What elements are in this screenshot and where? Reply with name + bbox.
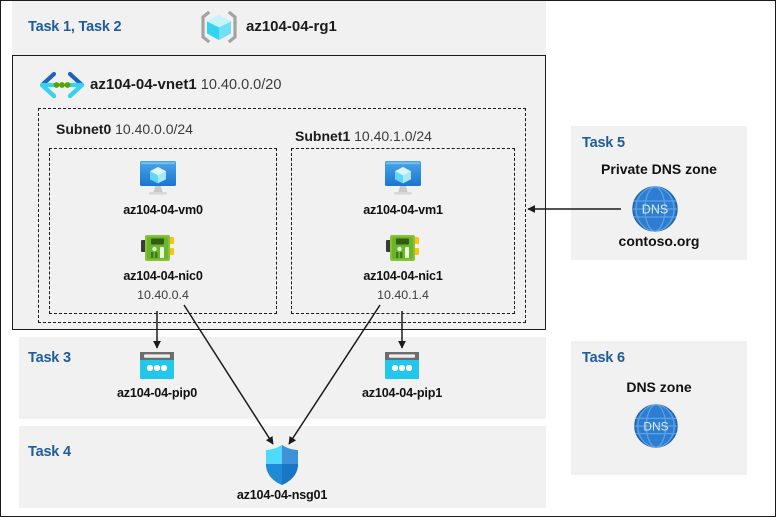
task6-label: Task 6	[582, 350, 625, 366]
svg-text:DNS: DNS	[642, 203, 668, 217]
subnet0-inner-boundary	[49, 148, 277, 314]
subnet1-inner-boundary	[291, 148, 515, 314]
dns-zone-icon: DNS	[633, 403, 679, 449]
resource-group-name: az104-04-rg1	[246, 18, 337, 36]
subnet0-cidr: 10.40.0.0/24	[115, 121, 193, 137]
task1-task2-label: Task 1, Task 2	[28, 19, 122, 35]
pip0-label: az104-04-pip0	[117, 386, 197, 400]
task3-panel	[19, 337, 546, 419]
svg-text:DNS: DNS	[643, 419, 668, 433]
private-dns-zone-name: contoso.org	[618, 233, 700, 249]
resource-group-header-band	[12, 1, 546, 55]
subnet1-title: Subnet1 10.40.1.0/24	[295, 128, 432, 144]
vm1-label: az104-04-vm1	[363, 203, 443, 217]
subnet1-cidr: 10.40.1.0/24	[354, 128, 432, 144]
subnet0-name: Subnet0	[56, 121, 112, 137]
virtual-machine-icon	[382, 159, 424, 197]
resource-group-icon	[197, 7, 241, 47]
resource-group-container	[12, 55, 546, 330]
virtual-network-icon	[37, 70, 87, 100]
nic1-label: az104-04-nic1	[363, 269, 443, 283]
vm0-label: az104-04-vm0	[123, 203, 203, 217]
vnet-header: az104-04-vnet1 10.40.0.0/20	[90, 76, 281, 94]
nic0-label: az104-04-nic0	[123, 269, 203, 283]
public-ip-address-icon	[138, 350, 176, 382]
resource-group-name-text: az104-04-rg1	[246, 18, 337, 35]
task3-label: Task 3	[28, 350, 71, 366]
nsg-label: az104-04-nsg01	[236, 488, 328, 502]
network-interface-icon	[140, 233, 176, 265]
pip1-label: az104-04-pip1	[362, 386, 442, 400]
dns-zone-icon: DNS	[631, 185, 679, 233]
public-ip-address-icon	[383, 350, 421, 382]
network-interface-icon	[385, 233, 421, 265]
virtual-machine-icon	[137, 159, 179, 197]
task5-label: Task 5	[582, 135, 625, 151]
task4-label: Task 4	[28, 444, 71, 460]
nic0-ip: 10.40.0.4	[137, 288, 189, 302]
subnet0-title: Subnet0 10.40.0.0/24	[56, 121, 193, 137]
vnet-cidr: 10.40.0.0/20	[200, 77, 282, 93]
subnets-outer-boundary	[38, 108, 526, 323]
nic1-ip: 10.40.1.4	[377, 288, 429, 302]
vnet-name: az104-04-vnet1	[90, 76, 197, 93]
network-security-group-icon	[264, 444, 300, 486]
dns-zone-title: DNS zone	[626, 379, 692, 395]
subnet1-name: Subnet1	[295, 128, 351, 144]
private-dns-zone-title: Private DNS zone	[601, 161, 717, 177]
